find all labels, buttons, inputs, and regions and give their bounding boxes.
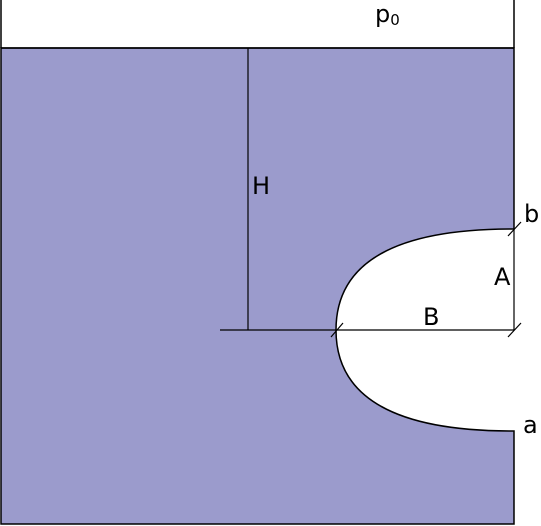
half-height-label: A: [494, 263, 511, 291]
pressure-label: p0: [375, 0, 400, 29]
tick-center-right: [507, 322, 522, 338]
depth-label: H: [252, 172, 270, 200]
fluid-region: [0, 47, 515, 525]
point-b-label: b: [524, 200, 539, 228]
tick-point-b: [507, 221, 522, 237]
point-a-label: a: [523, 411, 538, 439]
semi-axis-label: B: [423, 303, 439, 331]
tick-cavity-vertex: [330, 322, 344, 338]
